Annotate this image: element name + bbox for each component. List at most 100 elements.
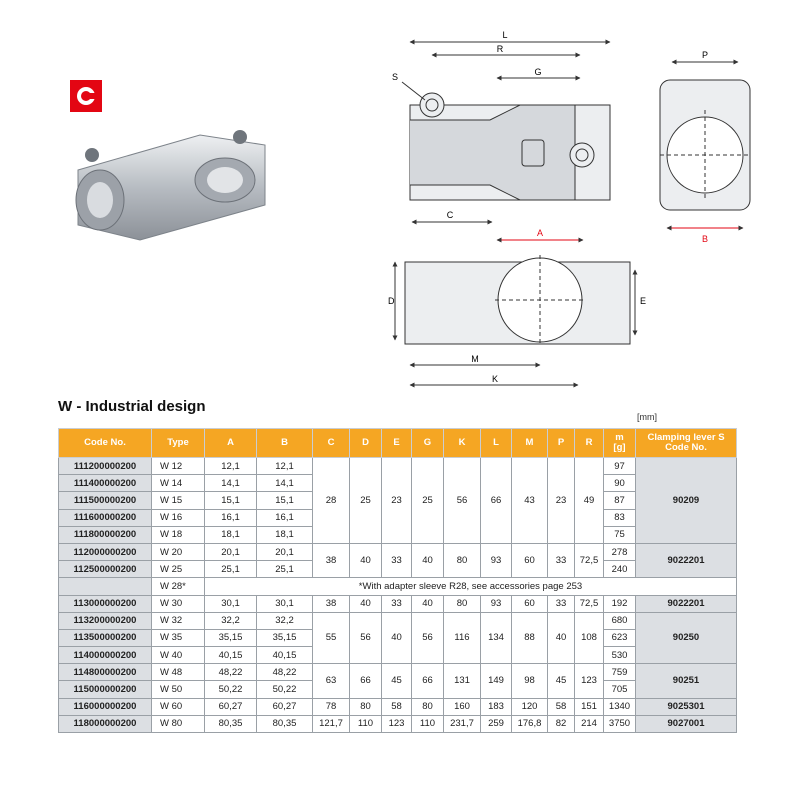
weight-cell: 530 xyxy=(603,646,636,665)
end-view-drawing xyxy=(659,59,751,231)
dim-b-cell: 16,1 xyxy=(256,508,313,527)
note-cell: *With adapter sleeve R28, see accessorie… xyxy=(204,577,737,596)
weight-cell: 192 xyxy=(603,594,636,613)
dim-a-cell: 30,1 xyxy=(204,594,257,613)
code-number-cell: 111200000200 xyxy=(58,456,152,476)
dim-d-cell: 40 xyxy=(349,542,382,579)
code-number-cell: 114800000200 xyxy=(58,663,152,682)
dim-k-cell: 116 xyxy=(443,611,481,665)
weight-cell: 705 xyxy=(603,680,636,699)
type-cell: W 48 xyxy=(151,663,205,682)
type-cell: W 60 xyxy=(151,697,205,716)
type-cell: W 50 xyxy=(151,680,205,699)
dim-b-cell: 12,1 xyxy=(256,456,313,476)
type-cell: W 30 xyxy=(151,594,205,613)
dim-k-cell: 80 xyxy=(443,542,481,579)
weight-cell: 240 xyxy=(603,560,636,579)
dim-p-cell: 40 xyxy=(547,611,575,665)
weight-cell: 97 xyxy=(603,456,636,476)
dim-m-cell: 60 xyxy=(511,594,548,613)
dim-b-cell: 50,22 xyxy=(256,680,313,699)
dim-m-cell: 120 xyxy=(511,697,548,716)
dim-d-cell: 110 xyxy=(349,714,382,734)
column-header: L xyxy=(480,428,512,458)
dim-r-cell: 108 xyxy=(574,611,604,665)
dim-label-M: M xyxy=(471,354,479,364)
dim-b-cell: 80,35 xyxy=(256,714,313,734)
dim-label-K: K xyxy=(492,374,498,384)
dim-r-cell: 214 xyxy=(574,714,604,734)
weight-cell: 278 xyxy=(603,542,636,562)
dim-b-cell: 18,1 xyxy=(256,525,313,544)
column-header: D xyxy=(349,428,382,458)
code-number-cell: 113200000200 xyxy=(58,611,152,630)
dim-d-cell: 25 xyxy=(349,457,382,544)
dim-a-cell: 20,1 xyxy=(204,542,257,562)
dim-a-cell: 12,1 xyxy=(204,456,257,476)
dim-a-cell: 25,1 xyxy=(204,560,257,579)
dim-e-cell: 23 xyxy=(381,457,412,544)
clamping-lever-cell: 90251 xyxy=(635,663,737,699)
dim-e-cell: 45 xyxy=(381,663,412,699)
dim-a-cell: 80,35 xyxy=(204,714,257,734)
dim-m-cell: 98 xyxy=(511,663,548,699)
dim-p-cell: 33 xyxy=(547,542,575,579)
dim-b-cell: 14,1 xyxy=(256,474,313,493)
type-cell: W 25 xyxy=(151,560,205,579)
clamping-lever-cell: 90250 xyxy=(635,611,737,665)
weight-cell: 90 xyxy=(603,474,636,493)
dim-c-cell: 78 xyxy=(312,697,350,716)
dim-p-cell: 58 xyxy=(547,697,575,716)
dim-a-cell: 35,15 xyxy=(204,628,257,648)
type-cell: W 18 xyxy=(151,525,205,544)
dim-d-cell: 80 xyxy=(349,697,382,716)
type-cell: W 12 xyxy=(151,456,205,476)
code-number-cell: 111600000200 xyxy=(58,508,152,527)
dim-c-cell: 38 xyxy=(312,594,350,613)
dim-m-cell: 176,8 xyxy=(511,714,548,734)
dim-g-cell: 40 xyxy=(411,594,444,613)
dim-a-cell: 32,2 xyxy=(204,611,257,630)
weight-cell: 680 xyxy=(603,611,636,630)
type-cell: W 14 xyxy=(151,474,205,493)
dim-e-cell: 33 xyxy=(381,542,412,579)
code-number-cell xyxy=(58,577,152,596)
dim-a-cell: 50,22 xyxy=(204,680,257,699)
dim-k-cell: 56 xyxy=(443,457,481,544)
code-number-cell: 111800000200 xyxy=(58,525,152,544)
weight-cell: 87 xyxy=(603,491,636,510)
dim-a-cell: 40,15 xyxy=(204,646,257,665)
clamp-type-icon xyxy=(70,80,102,112)
dim-c-cell: 55 xyxy=(312,611,350,665)
column-header: G xyxy=(411,428,444,458)
type-cell: W 32 xyxy=(151,611,205,630)
dim-a-cell: 60,27 xyxy=(204,697,257,716)
dim-p-cell: 45 xyxy=(547,663,575,699)
dim-e-cell: 123 xyxy=(381,714,412,734)
column-header: m[g] xyxy=(603,428,636,458)
weight-cell: 1340 xyxy=(603,697,636,716)
dim-g-cell: 66 xyxy=(411,663,444,699)
dim-a-cell: 18,1 xyxy=(204,525,257,544)
clamping-lever-cell: 90209 xyxy=(635,457,737,544)
weight-cell: 75 xyxy=(603,525,636,544)
table-row: W 28**With adapter sleeve R28, see acces… xyxy=(58,577,737,596)
dim-l-cell: 183 xyxy=(480,697,512,716)
dim-r-cell: 151 xyxy=(574,697,604,716)
dim-b-cell: 15,1 xyxy=(256,491,313,510)
type-cell: W 35 xyxy=(151,628,205,648)
dim-label-L: L xyxy=(502,30,507,40)
dim-p-cell: 82 xyxy=(547,714,575,734)
technical-drawings: L R G S C P B A D E M K xyxy=(70,30,751,388)
code-number-cell: 115000000200 xyxy=(58,680,152,699)
